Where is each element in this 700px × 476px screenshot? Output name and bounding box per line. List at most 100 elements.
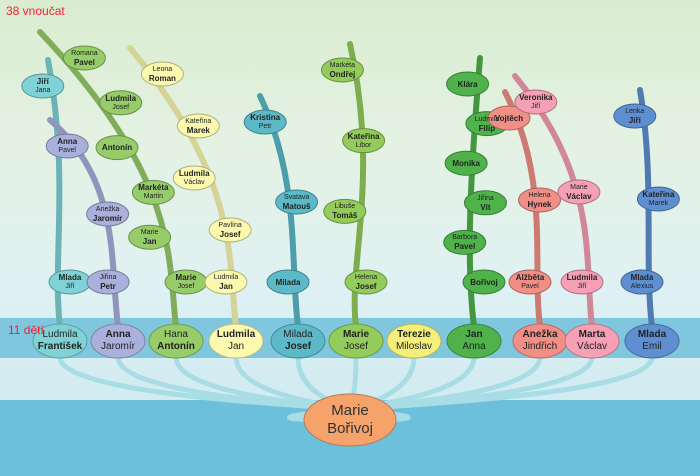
grandchild-8-0-line1: Vojtěch xyxy=(494,113,524,123)
grandchild-bubble-2-0 xyxy=(62,45,106,71)
root-line-10 xyxy=(287,354,655,423)
grandchild-10-2-line1: Mlada xyxy=(630,273,654,282)
grandchild-4-1-line2: Matouš xyxy=(282,202,311,211)
stem-0 xyxy=(45,57,63,330)
child-1-line1: Anna xyxy=(105,329,131,340)
children-count-label: 11 dětí xyxy=(8,323,44,337)
child-7-line1: Jan xyxy=(465,329,483,340)
grandchild-8-2-line1: Alžběta xyxy=(515,273,545,282)
grandchild-3-0-line1: Leona xyxy=(152,66,173,73)
grandchild-7-5: Bořivoj xyxy=(457,278,511,287)
grandchild-4-0-line2: Petr xyxy=(258,123,272,130)
grandchild-4-2: Milada xyxy=(261,278,315,287)
grandchild-1-2-line1: Jiřina xyxy=(99,274,117,281)
child-3-line2: Jan xyxy=(227,341,245,352)
grandchild-5-1-line1: Kateřina xyxy=(347,131,380,141)
grandchild-bubble-10-2 xyxy=(620,269,664,295)
grandchild-8-0: Vojtěch xyxy=(482,114,536,123)
stem-3 xyxy=(127,45,239,330)
child-3-line1: Ludmila xyxy=(216,329,256,340)
grandchild-bubble-4-0 xyxy=(243,109,287,135)
grandchild-1-1-line2: Jaromír xyxy=(92,214,123,223)
grandchild-3-2-line1: Ludmila xyxy=(178,169,210,178)
grandchild-9-0-line1: Veronika xyxy=(519,93,553,102)
grandchild-bubble-9-1 xyxy=(557,179,601,205)
child-10-line1: Mlada xyxy=(637,329,667,340)
grandchild-9-1-line1: Marie xyxy=(570,184,588,191)
grandchild-5-1-line2: Libor xyxy=(355,141,372,149)
grandchild-2-2-line1: Antonín xyxy=(101,143,133,153)
grandchild-bubble-7-5 xyxy=(462,269,506,295)
grandchild-2-3-line1: Markéta xyxy=(138,183,169,193)
grandchild-0-0-line2: Jana xyxy=(35,87,51,94)
grandchild-bubble-5-1 xyxy=(342,128,386,154)
child-5-line1: Marie xyxy=(342,329,370,340)
grandchild-1-1-line1: Anežka xyxy=(95,206,120,213)
grandchild-5-2-line1: Libuše xyxy=(334,203,356,211)
grandchild-10-0-line2: Jiří xyxy=(628,116,641,125)
child-0-line2: František xyxy=(37,341,83,352)
root-line1: Marie xyxy=(331,402,369,419)
child-8-line1: Anežka xyxy=(522,329,558,340)
grandchild-4-0-line1: Kristina xyxy=(250,113,281,122)
grandchild-7-1-line1: Ludmila xyxy=(474,115,500,123)
grandchild-bubble-5-2 xyxy=(323,198,367,224)
grandchild-bubble-4-2 xyxy=(266,269,310,295)
grandchild-7-3-line2: Vít xyxy=(480,202,491,212)
grandchild-3-3-line1: Pavlína xyxy=(218,222,242,229)
grandchild-bubble-3-1 xyxy=(176,113,220,139)
child-bubble-5 xyxy=(328,323,384,359)
grandchild-bubble-10-0 xyxy=(613,103,657,129)
grandchild-3-4-line1: Ludmila xyxy=(213,274,239,281)
grandchild-bubble-5-3 xyxy=(344,269,388,295)
child-bubble-1 xyxy=(90,323,146,359)
child-6-line2: Miloslav xyxy=(395,341,433,352)
grandchild-2-5-line1: Marie xyxy=(175,273,197,282)
child-2-line1: Hana xyxy=(164,329,188,340)
grandchild-7-0-line1: Klára xyxy=(457,79,478,89)
child-bubble-2 xyxy=(148,323,204,359)
grandchild-7-5-line1: Bořivoj xyxy=(470,277,498,287)
grandchild-bubble-2-3 xyxy=(131,179,175,205)
child-10-line2: Emil xyxy=(642,341,662,352)
child-2-line2: Antonín xyxy=(157,341,195,352)
grandchild-2-3-line2: Martin xyxy=(143,193,164,201)
child-9-line1: Marta xyxy=(578,329,606,340)
stem-2 xyxy=(37,29,179,330)
grandchild-3-2-line2: Václav xyxy=(183,179,205,186)
grandchild-10-2-line2: Alexius xyxy=(630,283,654,290)
grandchild-5-3-line2: Josef xyxy=(355,282,377,291)
grandchild-5-0-line2: Ondřej xyxy=(329,70,356,79)
stem-9 xyxy=(512,73,595,330)
grandchild-1-0-line2: Pavel xyxy=(58,147,76,154)
child-6-line1: Terezie xyxy=(397,329,431,340)
grandchild-7-0: Klára xyxy=(441,80,495,89)
